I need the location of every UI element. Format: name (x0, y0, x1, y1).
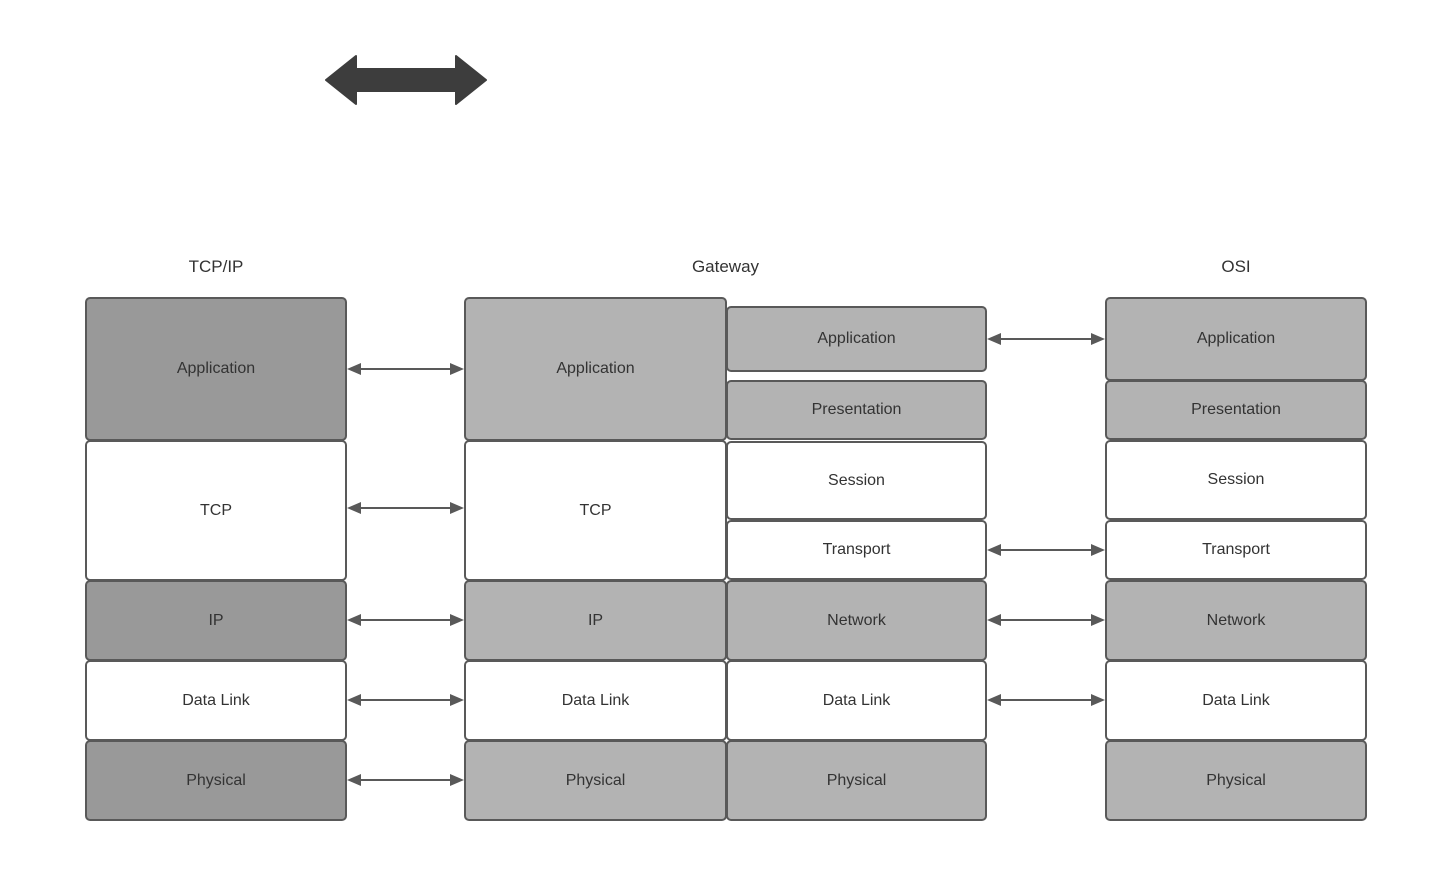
layer-label: Transport (1202, 541, 1270, 559)
osi-layer-transport[interactable]: Transport (1105, 520, 1367, 580)
layer-label: Network (1206, 611, 1266, 629)
layer-label: Physical (1206, 771, 1266, 789)
layer-label: Data Link (561, 691, 630, 709)
layer-label: Network (827, 611, 886, 629)
column-title-gateway: Gateway (691, 257, 760, 276)
layer-label: Physical (565, 771, 626, 789)
osi-layer-session[interactable]: Session (1105, 440, 1367, 520)
layer-label: Application (817, 330, 896, 348)
layer-label: IP (208, 611, 224, 629)
connector-arrow-osi-application (987, 330, 1105, 348)
gateway-left-layer-tcp[interactable]: TCP (464, 440, 727, 581)
layer-label: Data Link (822, 691, 891, 709)
gateway-right-layer-network[interactable]: Network (726, 580, 987, 661)
connector-arrow-tcpip-application (347, 360, 464, 378)
connector-arrow-osi-transport (987, 541, 1105, 559)
layer-label: Session (1207, 471, 1265, 489)
layer-label: Physical (826, 771, 887, 789)
column-title-osi: OSI (1221, 257, 1251, 276)
gateway-left-layer-application[interactable]: Application (464, 297, 727, 441)
tcpip-layer-application[interactable]: Application (85, 297, 347, 441)
connector-arrow-tcpip-ip (347, 611, 464, 629)
layer-label: Application (1196, 330, 1276, 348)
gateway-right-layer-presentation[interactable]: Presentation (726, 380, 987, 440)
bidirectional-arrow-icon (324, 52, 488, 108)
layer-label: Session (828, 471, 885, 489)
tcpip-layer-ip[interactable]: IP (85, 580, 347, 661)
connector-arrow-osi-data-link (987, 691, 1105, 709)
layer-label: Presentation (811, 401, 902, 419)
gateway-right-layer-transport[interactable]: Transport (726, 520, 987, 580)
layer-label: IP (587, 611, 604, 629)
connector-arrow-osi-network (987, 611, 1105, 629)
layer-label: Physical (186, 771, 246, 789)
connector-arrow-tcpip-data-link (347, 691, 464, 709)
layer-label: Application (556, 360, 635, 378)
gateway-left-layer-data-link[interactable]: Data Link (464, 660, 727, 741)
connector-arrow-tcpip-tcp (347, 499, 464, 517)
column-title-tcpip: TCP/IP (188, 257, 244, 276)
layer-label: Transport (822, 541, 891, 559)
osi-layer-application[interactable]: Application (1105, 297, 1367, 381)
layer-label: Application (176, 360, 256, 378)
layer-label: Data Link (182, 691, 250, 709)
gateway-right-layer-application[interactable]: Application (726, 306, 987, 372)
tcpip-layer-data-link[interactable]: Data Link (85, 660, 347, 741)
layer-label: TCP (200, 501, 232, 519)
gateway-left-layer-physical[interactable]: Physical (464, 740, 727, 821)
tcpip-layer-tcp[interactable]: TCP (85, 440, 347, 581)
osi-layer-presentation[interactable]: Presentation (1105, 380, 1367, 440)
layer-label: TCP (579, 501, 612, 519)
gateway-right-layer-data-link[interactable]: Data Link (726, 660, 987, 741)
tcpip-layer-physical[interactable]: Physical (85, 740, 347, 821)
gateway-left-layer-ip[interactable]: IP (464, 580, 727, 661)
gateway-right-layer-physical[interactable]: Physical (726, 740, 987, 821)
gateway-right-layer-session[interactable]: Session (726, 441, 987, 520)
connector-arrow-tcpip-physical (347, 771, 464, 789)
osi-layer-data-link[interactable]: Data Link (1105, 660, 1367, 741)
layer-label: Data Link (1202, 691, 1270, 709)
layer-label: Presentation (1191, 401, 1281, 419)
osi-layer-physical[interactable]: Physical (1105, 740, 1367, 821)
osi-layer-network[interactable]: Network (1105, 580, 1367, 661)
